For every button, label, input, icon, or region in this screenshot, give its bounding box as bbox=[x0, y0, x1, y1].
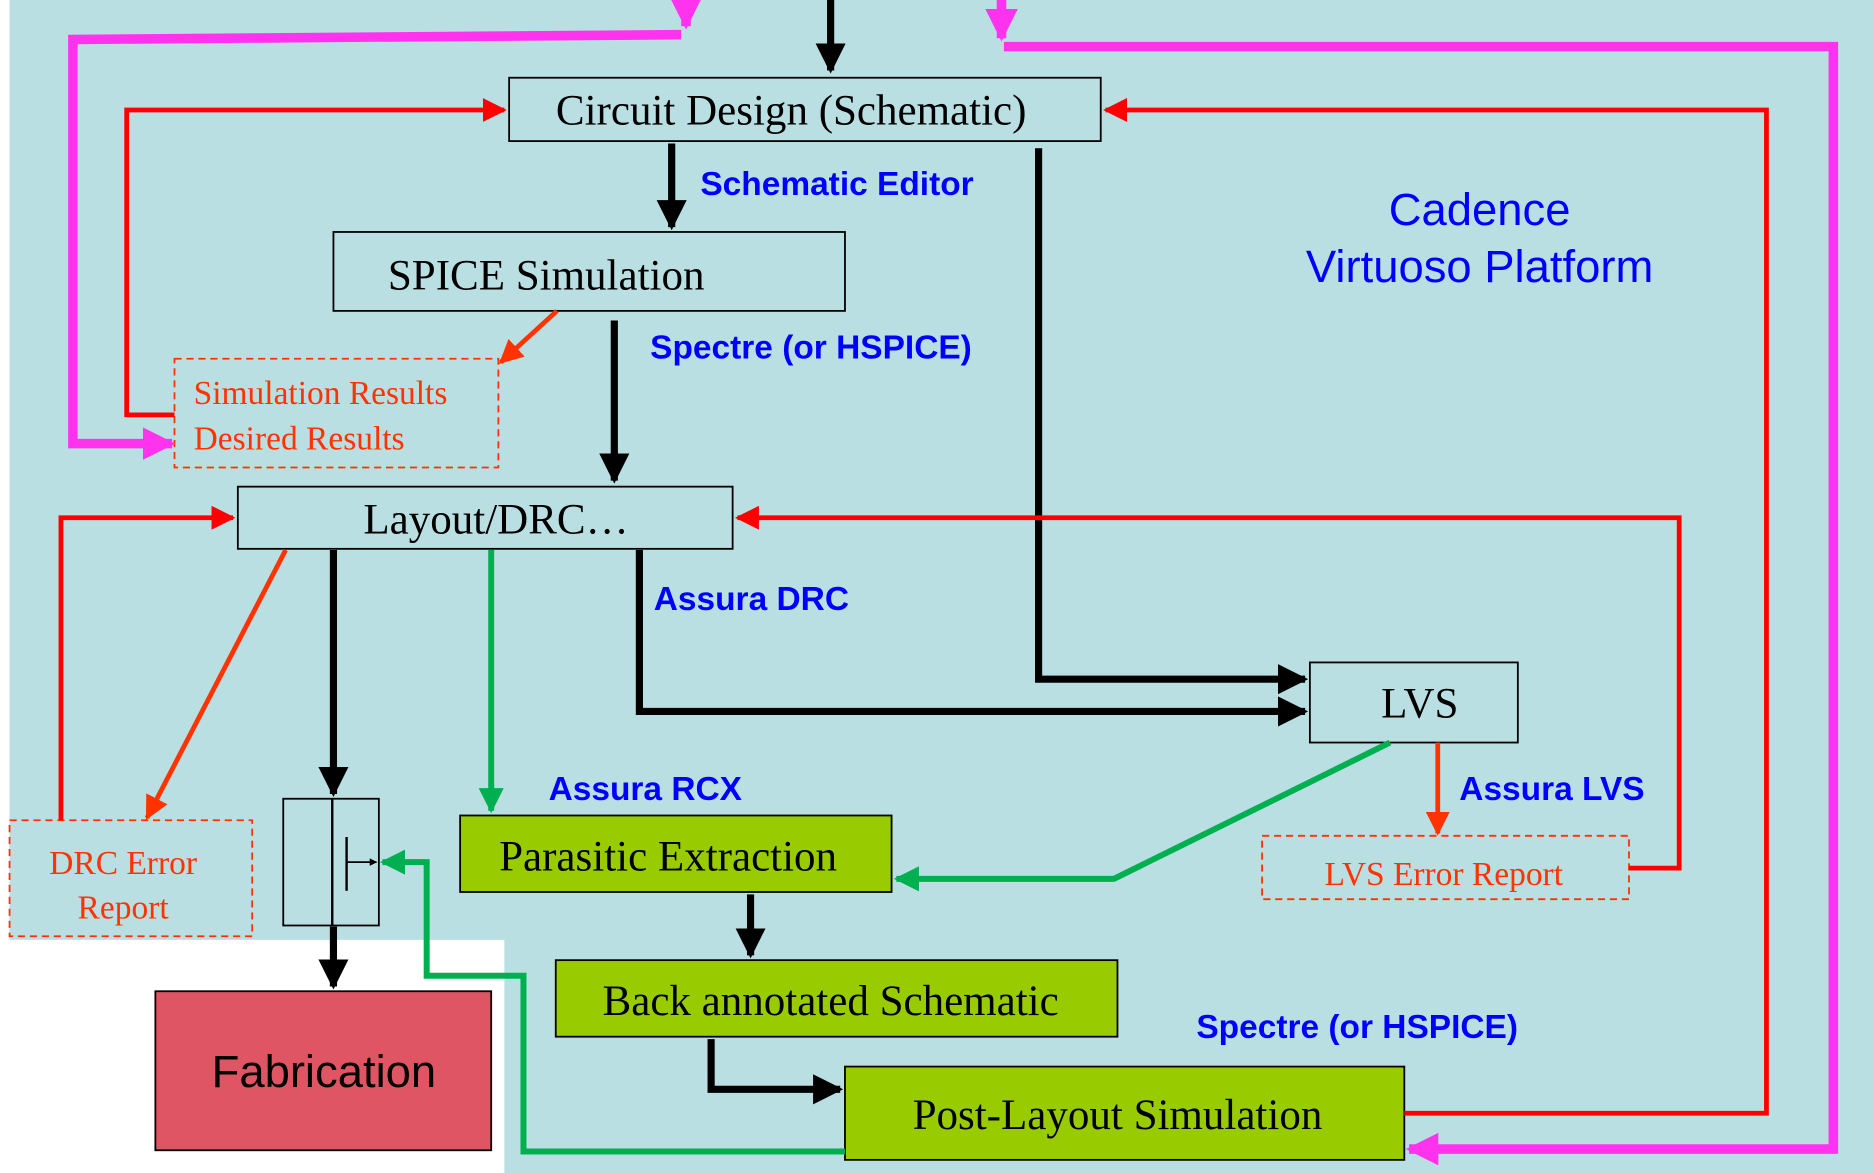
spice-simulation-label: SPICE Simulation bbox=[388, 252, 705, 299]
simulation-results-box[interactable] bbox=[173, 357, 500, 469]
tool-schematic-editor: Schematic Editor bbox=[700, 166, 973, 203]
post-layout-simulation-label: Post-Layout Simulation bbox=[913, 1092, 1323, 1139]
lvs-box[interactable] bbox=[1308, 661, 1519, 744]
post-layout-simulation-box[interactable] bbox=[844, 1065, 1406, 1161]
arrow-back-annotated-to-post-layout bbox=[707, 1039, 844, 1105]
drc-error-report-line1: DRC Error bbox=[49, 845, 197, 882]
drc-error-report-line2: Report bbox=[78, 889, 170, 926]
tool-assura-lvs: Assura LVS bbox=[1459, 771, 1644, 808]
tool-assura-rcx: Assura RCX bbox=[549, 771, 743, 808]
simulation-results-line2: Desired Results bbox=[194, 421, 405, 458]
tool-assura-drc: Assura DRC bbox=[654, 581, 849, 618]
arrow-magenta-left-loop bbox=[68, 29, 682, 460]
simulation-results-line1: Simulation Results bbox=[194, 375, 448, 412]
arrow-spice-to-sim-results bbox=[499, 309, 559, 365]
arrow-magenta-right-loop bbox=[1003, 41, 1839, 1166]
lvs-label: LVS bbox=[1381, 680, 1458, 727]
drc-error-report-box[interactable] bbox=[8, 819, 254, 938]
tool-spectre-hspice-post: Spectre (or HSPICE) bbox=[1196, 1009, 1518, 1046]
arrow-post-layout-feedback bbox=[1103, 98, 1769, 1116]
parasitic-extraction-box[interactable] bbox=[459, 814, 893, 893]
arrow-sim-results-feedback bbox=[124, 98, 507, 418]
layout-drc-label: Layout/DRC… bbox=[363, 496, 628, 543]
fabrication-box[interactable] bbox=[154, 990, 493, 1152]
lvs-error-report-label: LVS Error Report bbox=[1324, 856, 1563, 893]
platform-title-line1: Cadence bbox=[1389, 184, 1571, 235]
tool-spectre-hspice: Spectre (or HSPICE) bbox=[650, 330, 972, 367]
circuit-design-box[interactable] bbox=[508, 76, 1102, 142]
back-annotated-schematic-box[interactable] bbox=[554, 959, 1119, 1038]
arrow-layout-to-lvs bbox=[635, 550, 1309, 727]
parasitic-extraction-label: Parasitic Extraction bbox=[499, 833, 837, 880]
arrow-lvs-to-extraction bbox=[893, 739, 1392, 892]
spice-simulation-box[interactable] bbox=[332, 231, 846, 312]
layout-drc-box[interactable] bbox=[236, 485, 734, 550]
platform-title-line2: Virtuoso Platform bbox=[1306, 241, 1653, 292]
back-annotated-schematic-label: Back annotated Schematic bbox=[603, 978, 1059, 1025]
arrow-post-layout-to-switch bbox=[379, 849, 845, 1155]
switch-icon bbox=[282, 797, 380, 927]
fabrication-label: Fabrication bbox=[212, 1046, 437, 1097]
arrow-drc-error-feedback bbox=[58, 505, 236, 821]
arrow-schematic-to-lvs bbox=[1034, 148, 1309, 695]
arrow-lvs-error-feedback bbox=[735, 505, 1682, 871]
arrow-layout-to-drc-error bbox=[144, 548, 288, 820]
circuit-design-label: Circuit Design (Schematic) bbox=[556, 87, 1027, 134]
